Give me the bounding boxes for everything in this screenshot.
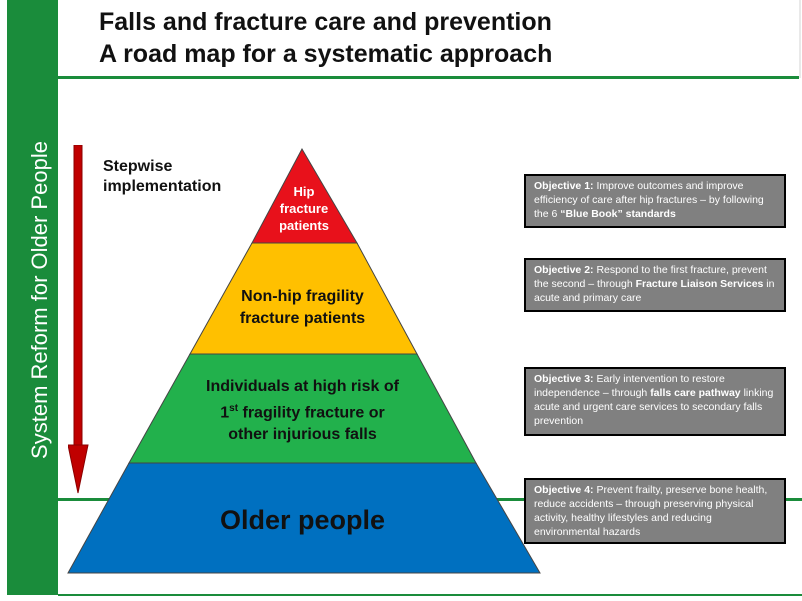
- pyramid-tier-older: [67, 462, 541, 574]
- title-line-1: Falls and fracture care and prevention: [99, 8, 552, 36]
- tier-nonhip-label: Non-hip fragility fracture patients: [239, 288, 366, 327]
- title-line-2: A road map for a systematic approach: [99, 40, 553, 68]
- objective-4-box: Objective 4: Prevent frailty, preserve b…: [524, 478, 786, 544]
- down-arrow-icon: [68, 145, 89, 494]
- header-divider: [58, 76, 799, 79]
- stepwise-line-2: implementation: [103, 178, 222, 195]
- page-title: Falls and fracture care and prevention A…: [99, 6, 552, 70]
- objective-2-box: Objective 2: Respond to the first fractu…: [524, 258, 786, 312]
- stepwise-line-1: Stepwise: [103, 158, 173, 175]
- objective-1-box: Objective 1: Improve outcomes and improv…: [524, 174, 786, 228]
- tier-highrisk-label: Individuals at high risk of 1st fragilit…: [206, 378, 399, 444]
- tier-older-label: Older people: [219, 505, 386, 535]
- sidebar-band: System Reform for Older People: [7, 0, 58, 595]
- stepwise-label: Stepwise implementation: [103, 157, 221, 197]
- header-edge: [799, 0, 801, 78]
- objective-3-box: Objective 3: Early intervention to resto…: [524, 367, 786, 436]
- tier-hip-label: Hip fracture patients: [279, 184, 329, 233]
- footer-divider: [58, 594, 802, 596]
